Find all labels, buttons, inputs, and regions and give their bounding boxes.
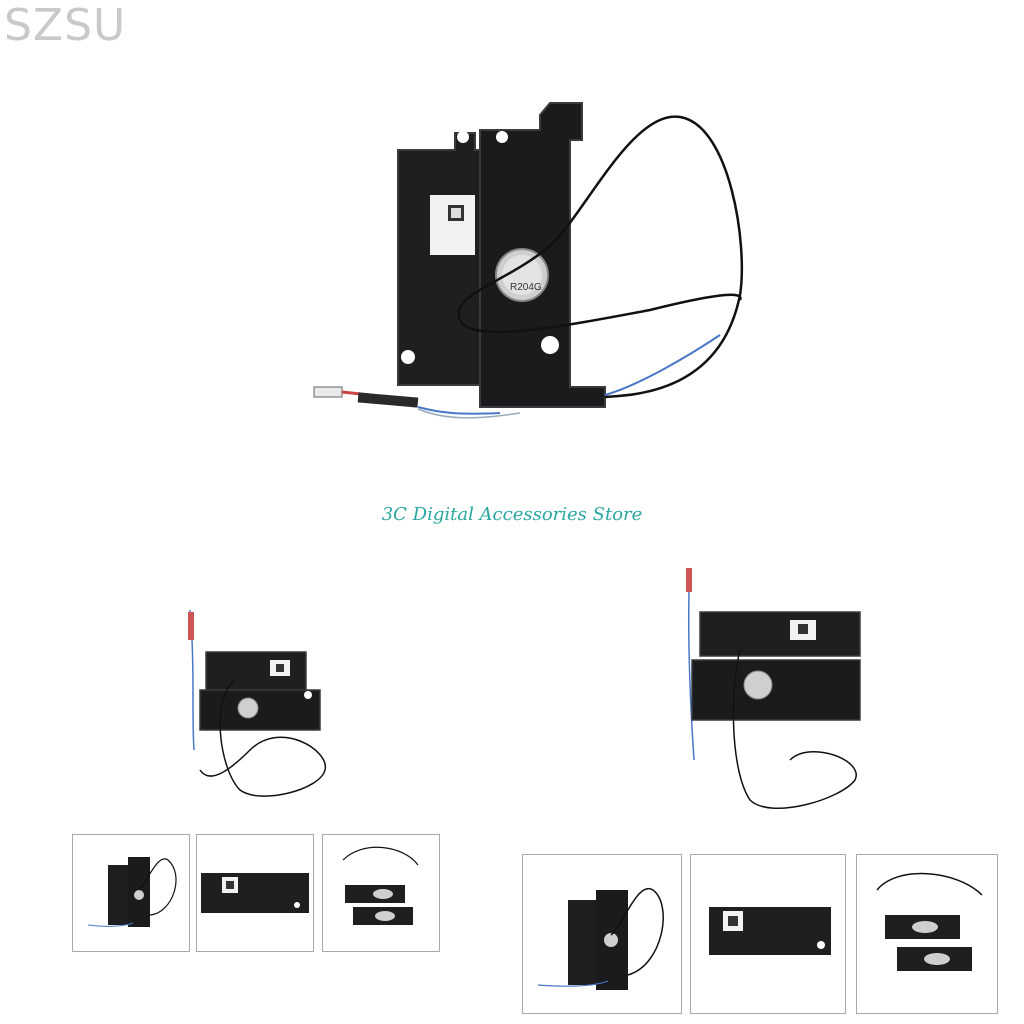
- main-product-photo: R204G: [270, 95, 750, 435]
- thumb-left-1[interactable]: [72, 834, 190, 952]
- watermark-logo: SZSU: [4, 0, 127, 51]
- thumb-left-2[interactable]: [196, 834, 314, 952]
- left-product-photo: [180, 600, 340, 820]
- store-name: 3C Digital Accessories Store: [381, 504, 643, 525]
- thumb-right-2[interactable]: [690, 854, 846, 1014]
- thumb-right-3[interactable]: [856, 854, 998, 1014]
- thumb-left-3[interactable]: [322, 834, 440, 952]
- thumb-right-1[interactable]: [522, 854, 682, 1014]
- driver-label: R204G: [510, 282, 542, 293]
- right-product-photo: [670, 560, 870, 820]
